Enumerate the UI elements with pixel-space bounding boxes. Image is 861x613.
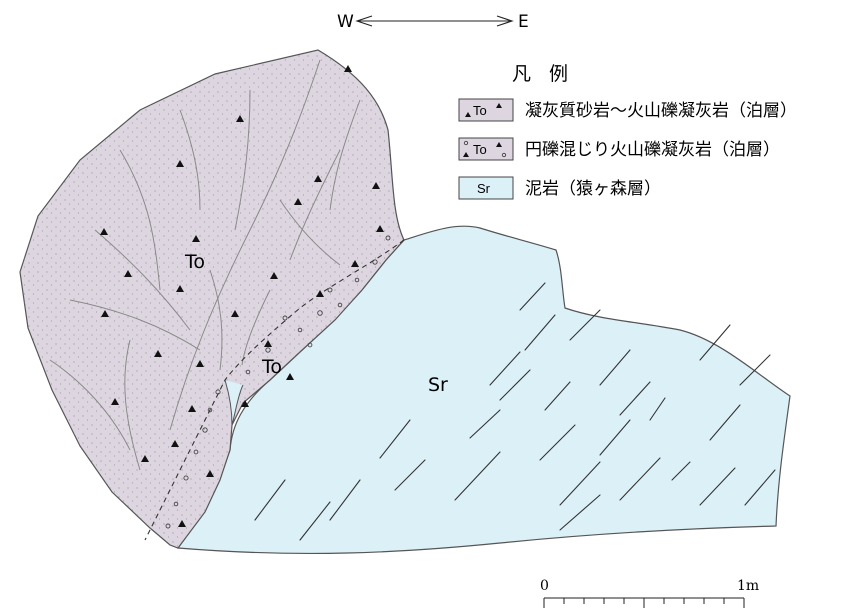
legend-item-to: To 凝灰質砂岩～火山礫凝灰岩（泊層） bbox=[458, 98, 797, 122]
legend-title: 凡 例 bbox=[512, 63, 574, 85]
legend-code-sr: Sr bbox=[477, 181, 491, 196]
scale-start-label: 0 bbox=[540, 578, 549, 594]
pebble-icon bbox=[501, 152, 507, 158]
west-label: W bbox=[337, 12, 354, 32]
unit-label-sr: Sr bbox=[428, 374, 448, 396]
triangle-icon bbox=[496, 142, 502, 147]
pebble-symbols bbox=[165, 235, 391, 529]
east-arrowhead-icon bbox=[496, 15, 514, 27]
triangle-icon bbox=[465, 112, 471, 117]
sr-fracture-lines bbox=[254, 282, 776, 541]
triangle-icon bbox=[463, 152, 469, 157]
legend-text-to: 凝灰質砂岩～火山礫凝灰岩（泊層） bbox=[525, 101, 797, 121]
sr-mudstone-unit bbox=[176, 225, 791, 555]
to-notch bbox=[224, 379, 244, 426]
legend-text-to-conglomerate: 円礫混じり火山礫凝灰岩（泊層） bbox=[525, 140, 780, 160]
triangle-clast-symbols bbox=[100, 65, 384, 527]
legend: 凡 例 To 凝灰質砂岩～火山礫凝灰岩（泊層） To 円礫混じり火山礫凝灰岩（泊… bbox=[458, 63, 797, 200]
legend-swatch-sr bbox=[458, 176, 514, 200]
unit-label-to-main: To bbox=[184, 251, 205, 273]
scale-bar-ticks bbox=[543, 597, 745, 608]
scale-bar: 0 1m bbox=[540, 578, 759, 608]
west-arrowhead-icon bbox=[355, 15, 373, 27]
east-label: E bbox=[518, 12, 529, 32]
legend-code-to: To bbox=[473, 103, 487, 118]
legend-text-sr: 泥岩（猿ヶ森層） bbox=[525, 179, 661, 199]
to-dot-texture bbox=[20, 50, 404, 548]
legend-item-sr: Sr 泥岩（猿ヶ森層） bbox=[458, 176, 661, 200]
triangle-icon bbox=[496, 103, 502, 108]
pebble-icon bbox=[463, 140, 469, 146]
unit-label-to-conglomerate: To bbox=[261, 356, 282, 378]
to-unit-boundary bbox=[144, 239, 405, 541]
orientation-indicator: W E bbox=[337, 12, 529, 32]
legend-code-to-conglomerate: To bbox=[473, 142, 487, 157]
legend-item-to-conglomerate: To 円礫混じり火山礫凝灰岩（泊層） bbox=[458, 137, 780, 161]
scale-end-label: 1m bbox=[737, 578, 759, 594]
